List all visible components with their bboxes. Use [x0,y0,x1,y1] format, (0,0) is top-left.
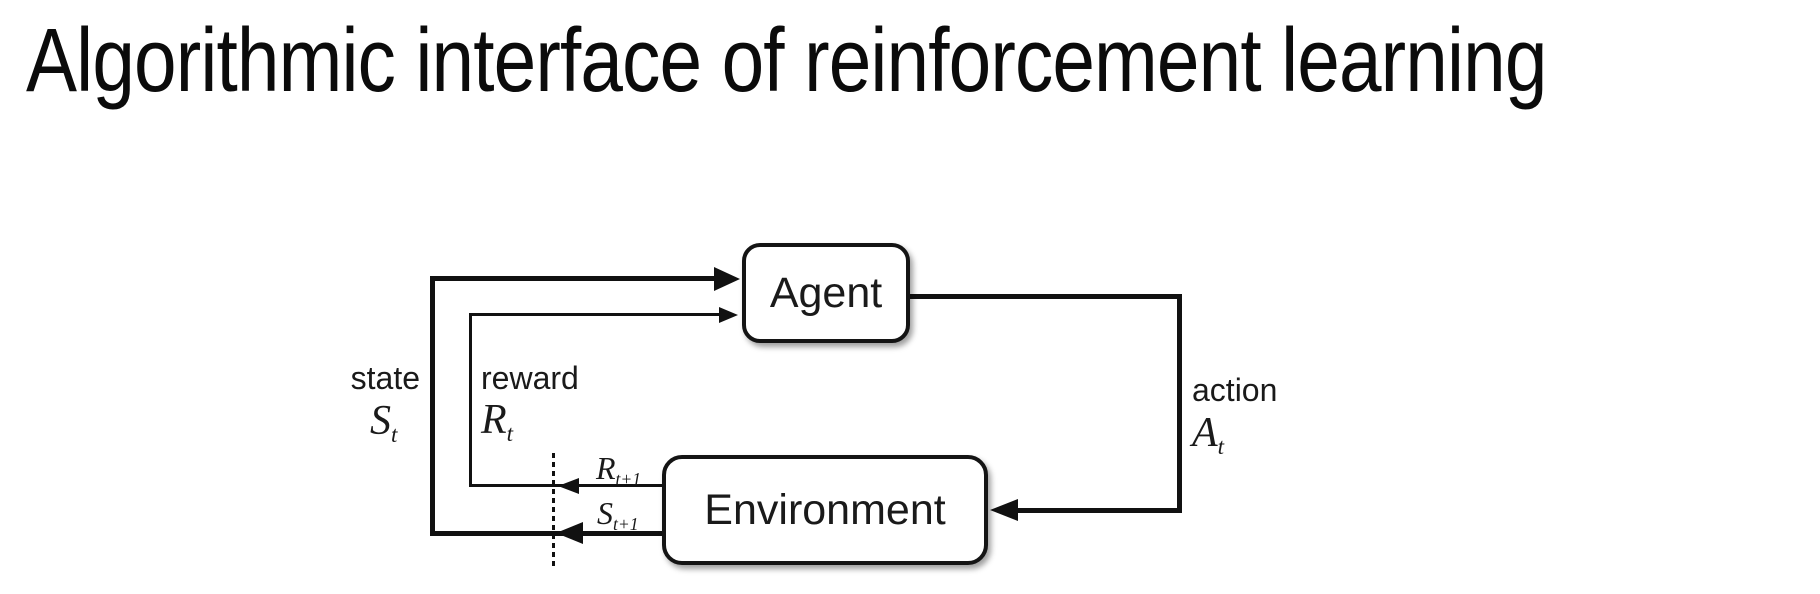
reward-label: reward [481,360,579,396]
reward-arrowhead-into-agent-icon [719,307,738,323]
next-state-arrowhead-icon [556,522,583,544]
action-line-vertical [1177,294,1182,512]
reward-symbol: Rt [481,397,514,447]
next-state-symbol: St+1 [597,495,639,535]
agent-node-label: Agent [769,268,883,317]
action-label: action [1192,372,1278,408]
environment-node-label: Environment [704,485,946,534]
action-line-top [910,294,1182,299]
action-line-bottom [1018,508,1182,513]
state-arrowhead-into-agent-icon [714,267,740,291]
state-symbol: St [370,398,398,448]
action-symbol: At [1192,410,1225,460]
environment-node: Environment [662,455,988,565]
time-step-dashed-line [552,453,555,567]
state-line-vertical [430,276,435,536]
reward-line-vertical [469,313,472,487]
action-arrowhead-into-environment-icon [990,499,1018,521]
state-label: state [350,360,420,396]
slide-title: Algorithmic interface of reinforcement l… [26,11,1547,111]
state-line-bottom [430,531,663,536]
agent-node: Agent [742,243,910,343]
next-reward-symbol: Rt+1 [596,450,642,490]
reward-line-top [469,313,719,316]
next-reward-arrowhead-icon [558,478,579,494]
state-line-top [430,276,714,281]
